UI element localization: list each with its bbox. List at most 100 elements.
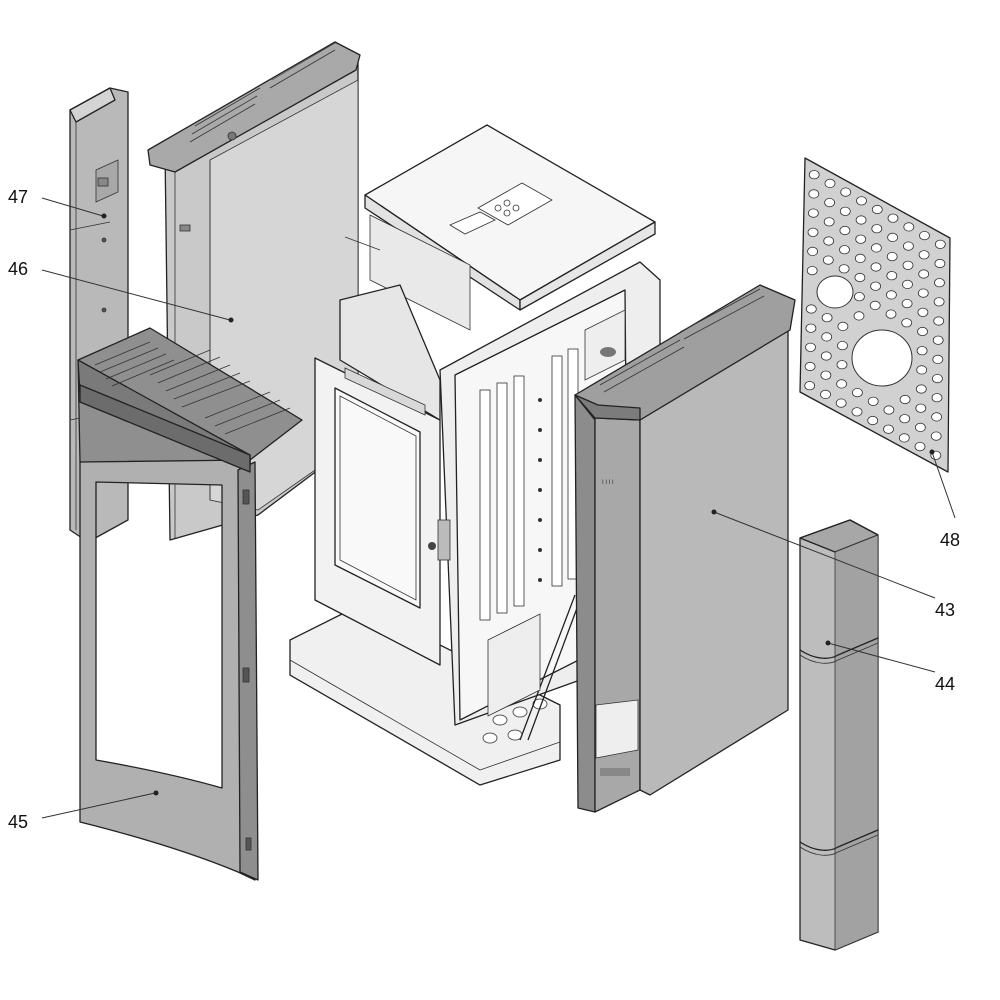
perforation-hole <box>824 178 836 188</box>
perforation-hole <box>934 278 945 288</box>
perforation-hole <box>820 389 831 399</box>
perforation-hole <box>915 384 927 394</box>
perforation-hole <box>886 252 898 262</box>
perforation-hole <box>919 231 930 241</box>
perforation-hole <box>886 290 897 300</box>
perforation-hole <box>821 313 833 323</box>
perforation-hole <box>886 271 898 281</box>
label-48: 48 <box>940 530 960 550</box>
part-44-rear-column-cover <box>799 519 879 951</box>
perforation-hole <box>917 307 929 317</box>
perforation-hole <box>804 361 816 372</box>
perforation-hole <box>807 246 818 256</box>
perforation-hole <box>804 381 816 391</box>
perforation-hole <box>870 262 882 272</box>
perforation-hole <box>934 239 946 249</box>
perforation-hole <box>854 272 866 283</box>
perforation-hole <box>808 208 819 218</box>
part-45-front-panel <box>77 327 303 881</box>
perforation-hole <box>902 279 913 289</box>
perforation-hole <box>821 332 833 342</box>
perforation-hole <box>934 258 946 269</box>
perforation-hole <box>887 213 899 223</box>
perforation-hole <box>918 250 930 260</box>
perforation-hole <box>916 346 928 356</box>
perforation-hole <box>917 288 929 298</box>
callout-46: 46 <box>8 259 234 323</box>
label-45: 45 <box>8 812 28 832</box>
perforation-hole <box>932 354 944 364</box>
perforation-hole <box>839 225 851 236</box>
perforation-hole <box>836 360 848 370</box>
perforation-hole <box>856 196 867 206</box>
perforation-hole <box>855 215 867 225</box>
perforation-hole <box>837 340 848 351</box>
perforation-hole <box>869 300 881 310</box>
callout-47: 47 <box>8 187 107 219</box>
perforation-hole <box>917 326 928 337</box>
perforation-hole <box>867 396 879 406</box>
perforation-hole <box>915 422 926 432</box>
perforation-hole <box>854 292 865 302</box>
perforation-hole <box>823 217 835 227</box>
perforation-hole <box>839 206 851 216</box>
perforation-hole <box>885 309 897 319</box>
perforation-hole <box>918 269 930 279</box>
perforation-hole <box>870 281 881 291</box>
perforation-hole <box>871 224 883 234</box>
perforation-hole <box>914 441 926 452</box>
perforation-hole <box>933 316 945 326</box>
perforation-hole <box>901 318 913 328</box>
callout-45: 45 <box>8 790 159 832</box>
perforation-hole <box>820 351 832 361</box>
callout-43: 43 <box>711 509 955 620</box>
perforation-hole <box>899 414 911 424</box>
perforation-hole <box>883 405 895 415</box>
perforation-hole <box>902 260 914 270</box>
perforation-hole <box>916 365 928 375</box>
perforation-hole <box>851 407 863 417</box>
perforation-hole <box>887 232 898 242</box>
part-48-rear-grille-plate <box>799 157 951 473</box>
perforation-hole <box>805 323 817 333</box>
perforation-hole <box>836 379 847 389</box>
perforation-hole <box>930 431 942 441</box>
perforation-hole <box>903 222 915 232</box>
perforation-hole <box>807 227 819 237</box>
perforation-hole <box>805 342 816 352</box>
perforation-hole <box>933 297 945 307</box>
part-43-right-side-panel: Ι Ι Ι Ι <box>574 284 796 813</box>
callout-48: 48 <box>929 449 960 550</box>
perforation-hole <box>805 304 817 314</box>
perforation-hole <box>903 241 914 251</box>
callout-44: 44 <box>825 640 955 694</box>
perforation-hole <box>835 398 847 408</box>
perforation-hole <box>899 394 911 405</box>
perforation-hole <box>932 373 943 384</box>
perforation-hole <box>898 433 910 443</box>
perforation-hole <box>867 415 879 426</box>
perforation-hole <box>808 189 820 199</box>
label-43: 43 <box>935 600 955 620</box>
perforation-hole <box>839 245 850 255</box>
perforation-hole <box>915 403 927 413</box>
label-47: 47 <box>8 187 28 207</box>
perforation-hole <box>824 198 835 208</box>
perforation-hole <box>838 264 850 274</box>
perforation-hole <box>932 335 944 345</box>
perforation-hole <box>852 387 863 398</box>
perforation-hole <box>883 424 894 434</box>
perforation-hole <box>823 236 835 246</box>
perforation-hole <box>840 187 852 197</box>
perforation-hole <box>808 170 820 180</box>
perforation-hole <box>871 204 883 215</box>
perforation-hole <box>822 255 834 265</box>
perforation-hole <box>853 311 865 321</box>
perforation-hole <box>855 234 867 244</box>
perforation-hole <box>837 321 849 331</box>
label-46: 46 <box>8 259 28 279</box>
perforation-hole <box>871 243 882 253</box>
perforation-hole <box>931 393 943 403</box>
perforation-hole <box>901 298 913 309</box>
